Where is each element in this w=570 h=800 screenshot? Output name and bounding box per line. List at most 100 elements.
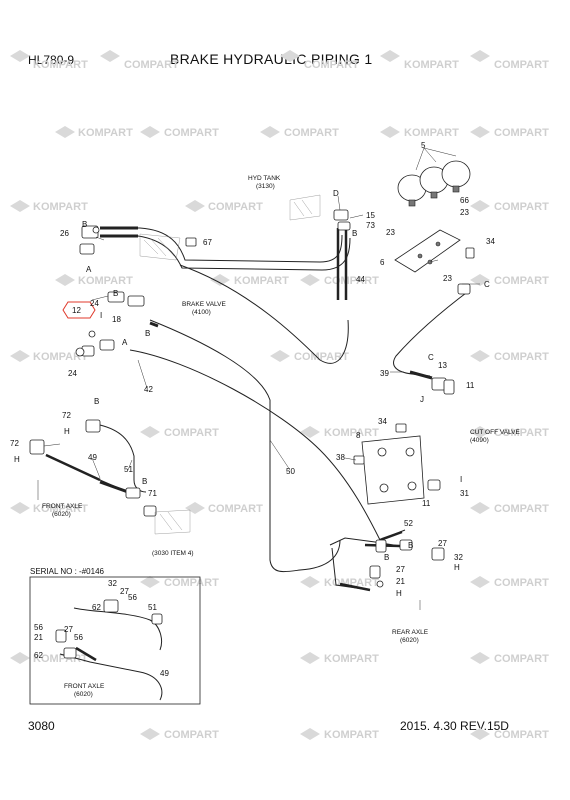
hyd-tank-label: HYD TANK <box>248 175 281 182</box>
svg-text:COMPART: COMPART <box>208 503 263 515</box>
part-label: H <box>64 427 70 436</box>
svg-text:KOMPART: KOMPART <box>324 653 379 665</box>
serial-label: SERIAL NO : -#0146 <box>30 567 105 576</box>
svg-text:COMPART: COMPART <box>304 59 359 71</box>
svg-text:KOMPART: KOMPART <box>234 275 289 287</box>
part-label: 42 <box>144 385 153 394</box>
svg-text:COMPART: COMPART <box>164 427 219 439</box>
leader-lines <box>37 147 480 610</box>
part-number-labels: 5 66 23 23 34 6 23 C D 15 73 B 44 67 B 2… <box>10 141 495 678</box>
item4-ref: (3030 ITEM 4) <box>152 550 194 557</box>
part-label: 72 <box>10 439 19 448</box>
svg-text:COMPART: COMPART <box>294 351 349 363</box>
svg-text:KOMPART: KOMPART <box>404 127 459 139</box>
svg-text:KOMPART: KOMPART <box>404 59 459 71</box>
part-label: B <box>408 541 413 550</box>
part-label: 49 <box>88 453 97 462</box>
part-label: 5 <box>421 141 426 150</box>
svg-text:KOMPART: KOMPART <box>33 503 88 515</box>
part-label: 34 <box>378 417 387 426</box>
part-label: 50 <box>286 467 295 476</box>
watermark-row-7: KOMPART COMPART COMPART <box>10 502 549 515</box>
svg-text:COMPART: COMPART <box>324 275 379 287</box>
svg-text:COMPART: COMPART <box>494 729 549 741</box>
front-axle-ref: (6020) <box>52 511 71 518</box>
watermark-row-9: KOMPART KOMPART COMPART <box>10 652 549 665</box>
part-label: J <box>420 395 424 404</box>
part-label: A <box>122 338 128 347</box>
watermark-row-8: COMPART KOMPART COMPART <box>140 576 549 589</box>
part-label: 13 <box>438 361 447 370</box>
part-label: 21 <box>396 577 405 586</box>
svg-text:COMPART: COMPART <box>164 577 219 589</box>
part-label: 23 <box>443 274 452 283</box>
part-label: B <box>94 397 99 406</box>
svg-text:KOMPART: KOMPART <box>78 275 133 287</box>
svg-text:KOMPART: KOMPART <box>324 427 379 439</box>
svg-text:KOMPART: KOMPART <box>33 59 88 71</box>
part-label: 23 <box>386 228 395 237</box>
part-label: 56 <box>34 623 43 632</box>
part-label: 8 <box>356 431 361 440</box>
inset-front-axle-ref: (6020) <box>74 691 93 698</box>
part-label: I <box>100 311 102 320</box>
svg-text:KOMPART: KOMPART <box>324 577 379 589</box>
svg-text:COMPART: COMPART <box>494 351 549 363</box>
svg-text:KOMPART: KOMPART <box>33 351 88 363</box>
accumulator-group <box>394 160 471 273</box>
part-label: 15 <box>366 211 375 220</box>
part-label: 38 <box>336 453 345 462</box>
page-number: 3080 <box>28 719 55 733</box>
part-label: 11 <box>422 499 431 508</box>
part-label: A <box>86 265 92 274</box>
part-label: 27 <box>120 587 129 596</box>
svg-text:COMPART: COMPART <box>494 201 549 213</box>
svg-text:COMPART: COMPART <box>208 201 263 213</box>
part-label: 67 <box>203 238 212 247</box>
part-label: 27 <box>64 625 73 634</box>
part-label: H <box>396 589 402 598</box>
part-label: 21 <box>34 633 43 642</box>
brake-valve-label: BRAKE VALVE <box>182 301 226 308</box>
brake-valve-ref: (4100) <box>192 309 211 316</box>
fittings <box>29 209 475 588</box>
part-label: 39 <box>380 369 389 378</box>
front-axle-label: FRONT AXLE <box>42 503 83 510</box>
part-label: H <box>14 455 20 464</box>
svg-text:KOMPART: KOMPART <box>324 729 379 741</box>
part-label: 72 <box>62 411 71 420</box>
inset-front-axle-label: FRONT AXLE <box>64 683 105 690</box>
part-label: 52 <box>404 519 413 528</box>
svg-text:COMPART: COMPART <box>494 653 549 665</box>
part-label: 23 <box>460 208 469 217</box>
part-label: B <box>142 477 147 486</box>
svg-text:COMPART: COMPART <box>164 127 219 139</box>
page-title: BRAKE HYDRAULIC PIPING 1 <box>170 51 373 67</box>
part-label: 12 <box>72 306 81 315</box>
part-label: B <box>113 289 118 298</box>
svg-text:KOMPART: KOMPART <box>78 127 133 139</box>
hyd-tank-ref: (3130) <box>256 183 275 190</box>
part-label: 56 <box>74 633 83 642</box>
mounting-plate <box>361 435 425 505</box>
part-label: B <box>384 553 389 562</box>
part-label: I <box>460 475 462 484</box>
accumulator-right <box>441 160 471 188</box>
svg-text:KOMPART: KOMPART <box>33 201 88 213</box>
highlight-hexagon: 12 <box>62 301 96 319</box>
watermark-row-1: KOMPART COMPART COMPART KOMPART COMPART <box>10 50 549 71</box>
part-label: 11 <box>466 381 475 390</box>
part-label: 32 <box>108 579 117 588</box>
part-label: 27 <box>438 539 447 548</box>
part-label: 27 <box>396 565 405 574</box>
part-label: 56 <box>128 593 137 602</box>
part-label: 24 <box>68 369 77 378</box>
rear-axle-label: REAR AXLE <box>392 629 429 636</box>
svg-text:COMPART: COMPART <box>164 729 219 741</box>
cut-off-valve-label: CUT OFF VALVE <box>470 429 521 436</box>
part-label: 32 <box>454 553 463 562</box>
watermark-row-10: COMPART KOMPART COMPART <box>140 728 549 741</box>
watermark-row-5: KOMPART COMPART COMPART <box>10 350 549 363</box>
rear-axle-ref: (6020) <box>400 637 419 644</box>
